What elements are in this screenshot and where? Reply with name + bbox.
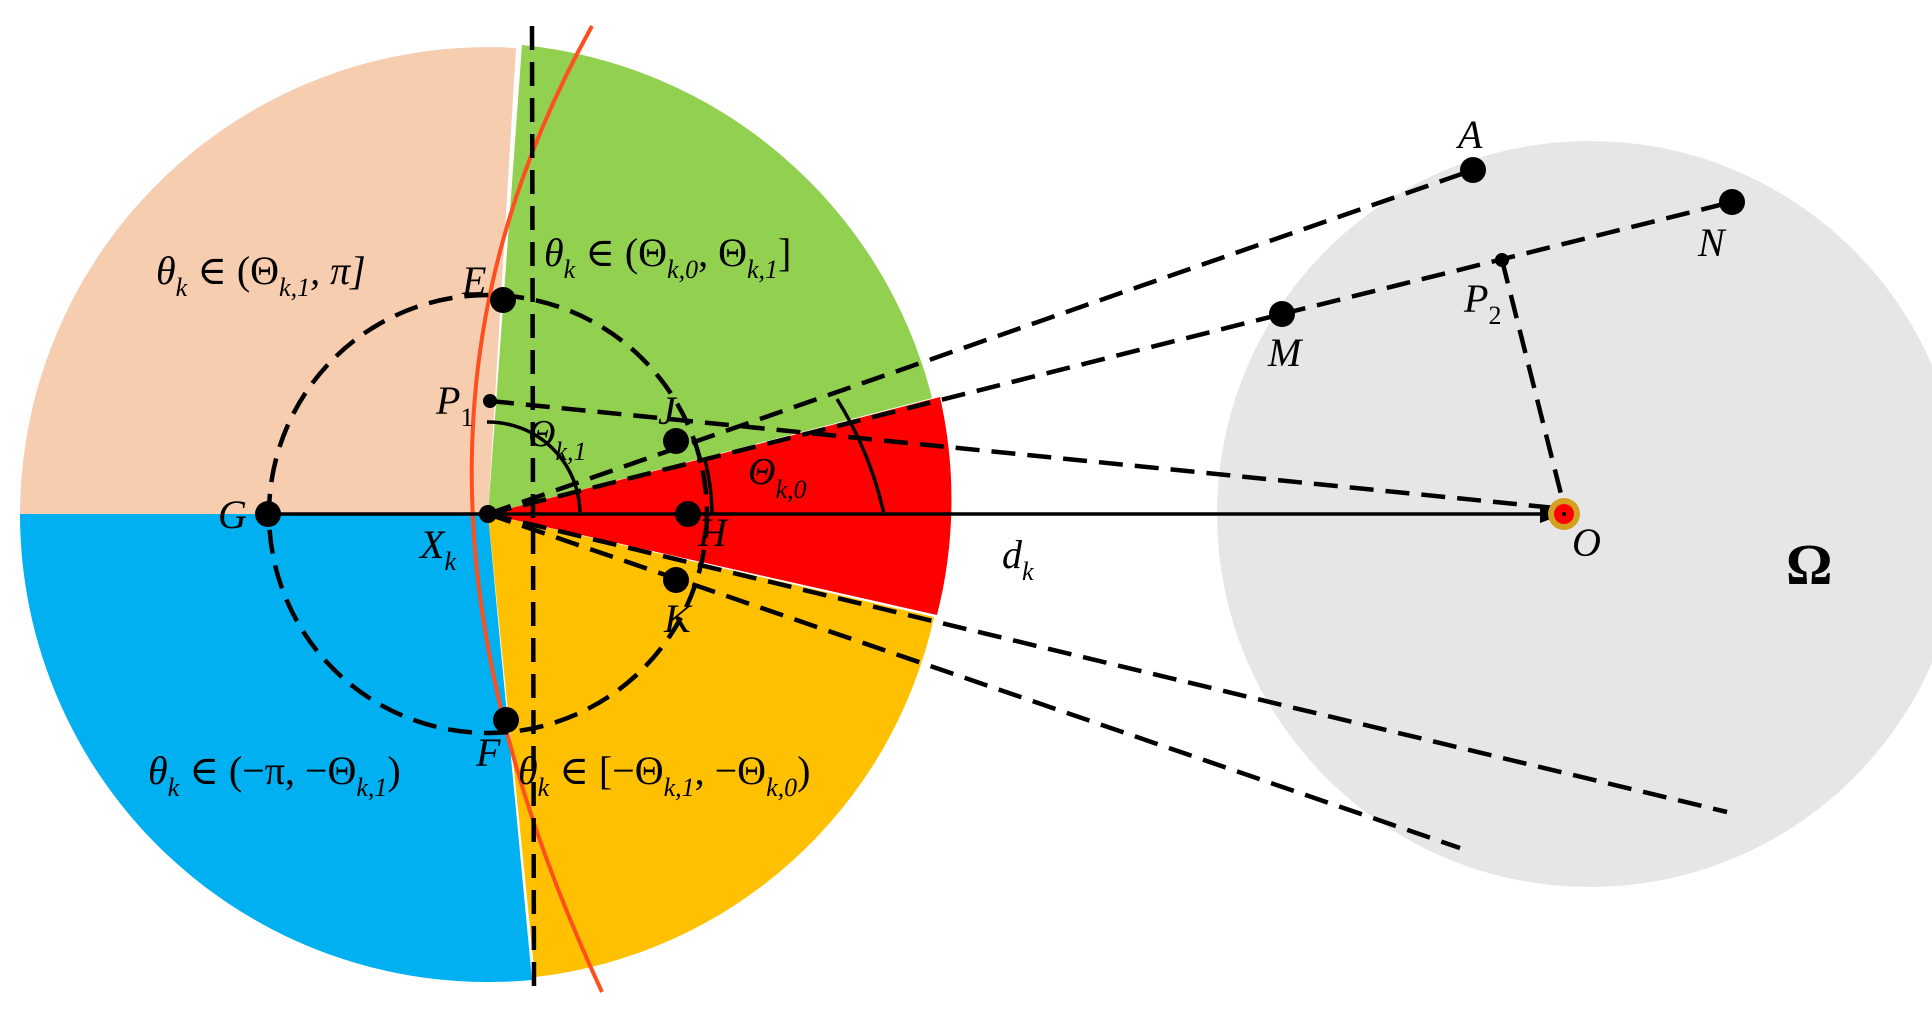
region-label-peach: θk ∈ (Θk,1, π] bbox=[156, 248, 366, 302]
region-label-green: θk ∈ (Θk,0, Θk,1] bbox=[544, 230, 791, 284]
tangent-line-lower bbox=[487, 511, 1728, 815]
label-omega: Ω bbox=[1786, 532, 1832, 597]
label-theta-k1: Θk,1 bbox=[528, 413, 587, 466]
point-p2 bbox=[1495, 253, 1509, 267]
tangent-line-upper bbox=[487, 167, 1474, 517]
label-m: M bbox=[1267, 330, 1304, 375]
point-p1 bbox=[483, 394, 497, 408]
label-g: G bbox=[218, 492, 247, 537]
sector-theta-k1-to-pi bbox=[20, 47, 516, 515]
label-xk: Xk bbox=[418, 522, 456, 576]
label-theta-k0: Θk,0 bbox=[748, 451, 807, 504]
target-center-dot bbox=[1562, 512, 1566, 516]
label-j: J bbox=[658, 388, 678, 433]
line-e-to-f-extended bbox=[529, 25, 537, 991]
label-k: K bbox=[663, 596, 693, 641]
point-f bbox=[493, 707, 519, 733]
region-label-blue: θk ∈ (−π, −Θk,1) bbox=[148, 748, 401, 802]
sector-minus-theta-k1-to-minus-theta-k0 bbox=[488, 514, 934, 977]
line-xk-lower-inner bbox=[487, 511, 1461, 851]
point-xk bbox=[479, 505, 497, 523]
sector-minus-theta-k0-to-theta-k0 bbox=[488, 397, 952, 615]
point-a bbox=[1460, 157, 1486, 183]
angle-arc-theta-k0 bbox=[703, 459, 714, 515]
label-h: H bbox=[697, 510, 729, 555]
label-p2: P2 bbox=[1463, 276, 1501, 330]
point-j bbox=[663, 428, 689, 454]
label-a: A bbox=[1455, 112, 1483, 157]
label-o: O bbox=[1572, 520, 1601, 565]
sector-theta-k0-to-theta-k1 bbox=[488, 45, 932, 514]
label-n: N bbox=[1697, 220, 1727, 265]
label-e: E bbox=[461, 258, 486, 303]
point-m bbox=[1269, 301, 1295, 327]
angle-arc-theta-k1 bbox=[486, 420, 582, 515]
line-p2-to-o bbox=[1499, 259, 1567, 507]
region-label-orange: θk ∈ [−Θk,1, −Θk,0) bbox=[518, 748, 810, 802]
point-k bbox=[663, 567, 689, 593]
line-xk-to-m bbox=[487, 311, 1283, 517]
label-dk: dk bbox=[1002, 532, 1034, 586]
point-h bbox=[675, 501, 701, 527]
sector-minus-pi-to-minus-theta-k1 bbox=[19, 514, 532, 983]
points bbox=[255, 157, 1745, 733]
angle-labels: Θk,1 Θk,0 bbox=[528, 413, 807, 504]
angle-arc-outer-upper bbox=[835, 398, 886, 515]
region-labels: θk ∈ (Θk,1, π] θk ∈ (Θk,0, Θk,1] θk ∈ (−… bbox=[148, 230, 810, 802]
point-n bbox=[1719, 189, 1745, 215]
label-f: F bbox=[475, 730, 501, 775]
label-p1: P1 bbox=[435, 378, 473, 432]
point-labels: A N M P2 E P1 J G Xk H K F O dk Ω bbox=[218, 112, 1832, 775]
point-g bbox=[255, 501, 281, 527]
point-e bbox=[490, 287, 516, 313]
